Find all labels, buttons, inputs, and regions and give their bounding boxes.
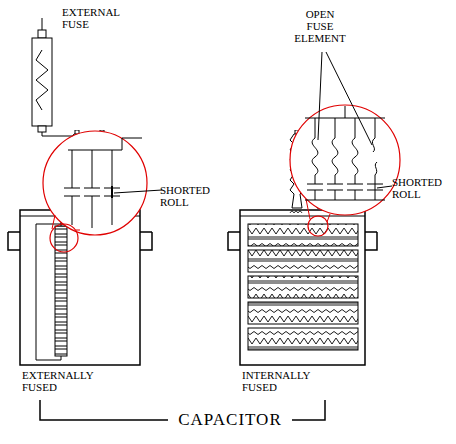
capacitor-type-label: EXTERNALLY FUSED	[22, 369, 106, 393]
fuse-label: EXTERNAL FUSE	[62, 6, 126, 30]
callout-label: OPEN FUSE ELEMENT	[293, 8, 347, 44]
external-fuse	[32, 18, 77, 136]
zoom-detail-internal	[290, 52, 400, 236]
zoom-detail-external	[43, 131, 162, 252]
capacitor-type-label: INTERNALLY FUSED	[242, 369, 326, 393]
externally-fused-capacitor	[8, 130, 152, 365]
callout-label: SHORTED ROLL	[392, 176, 448, 200]
group-label: CAPACITOR	[168, 410, 292, 430]
callout-label: SHORTED ROLL	[160, 184, 216, 208]
